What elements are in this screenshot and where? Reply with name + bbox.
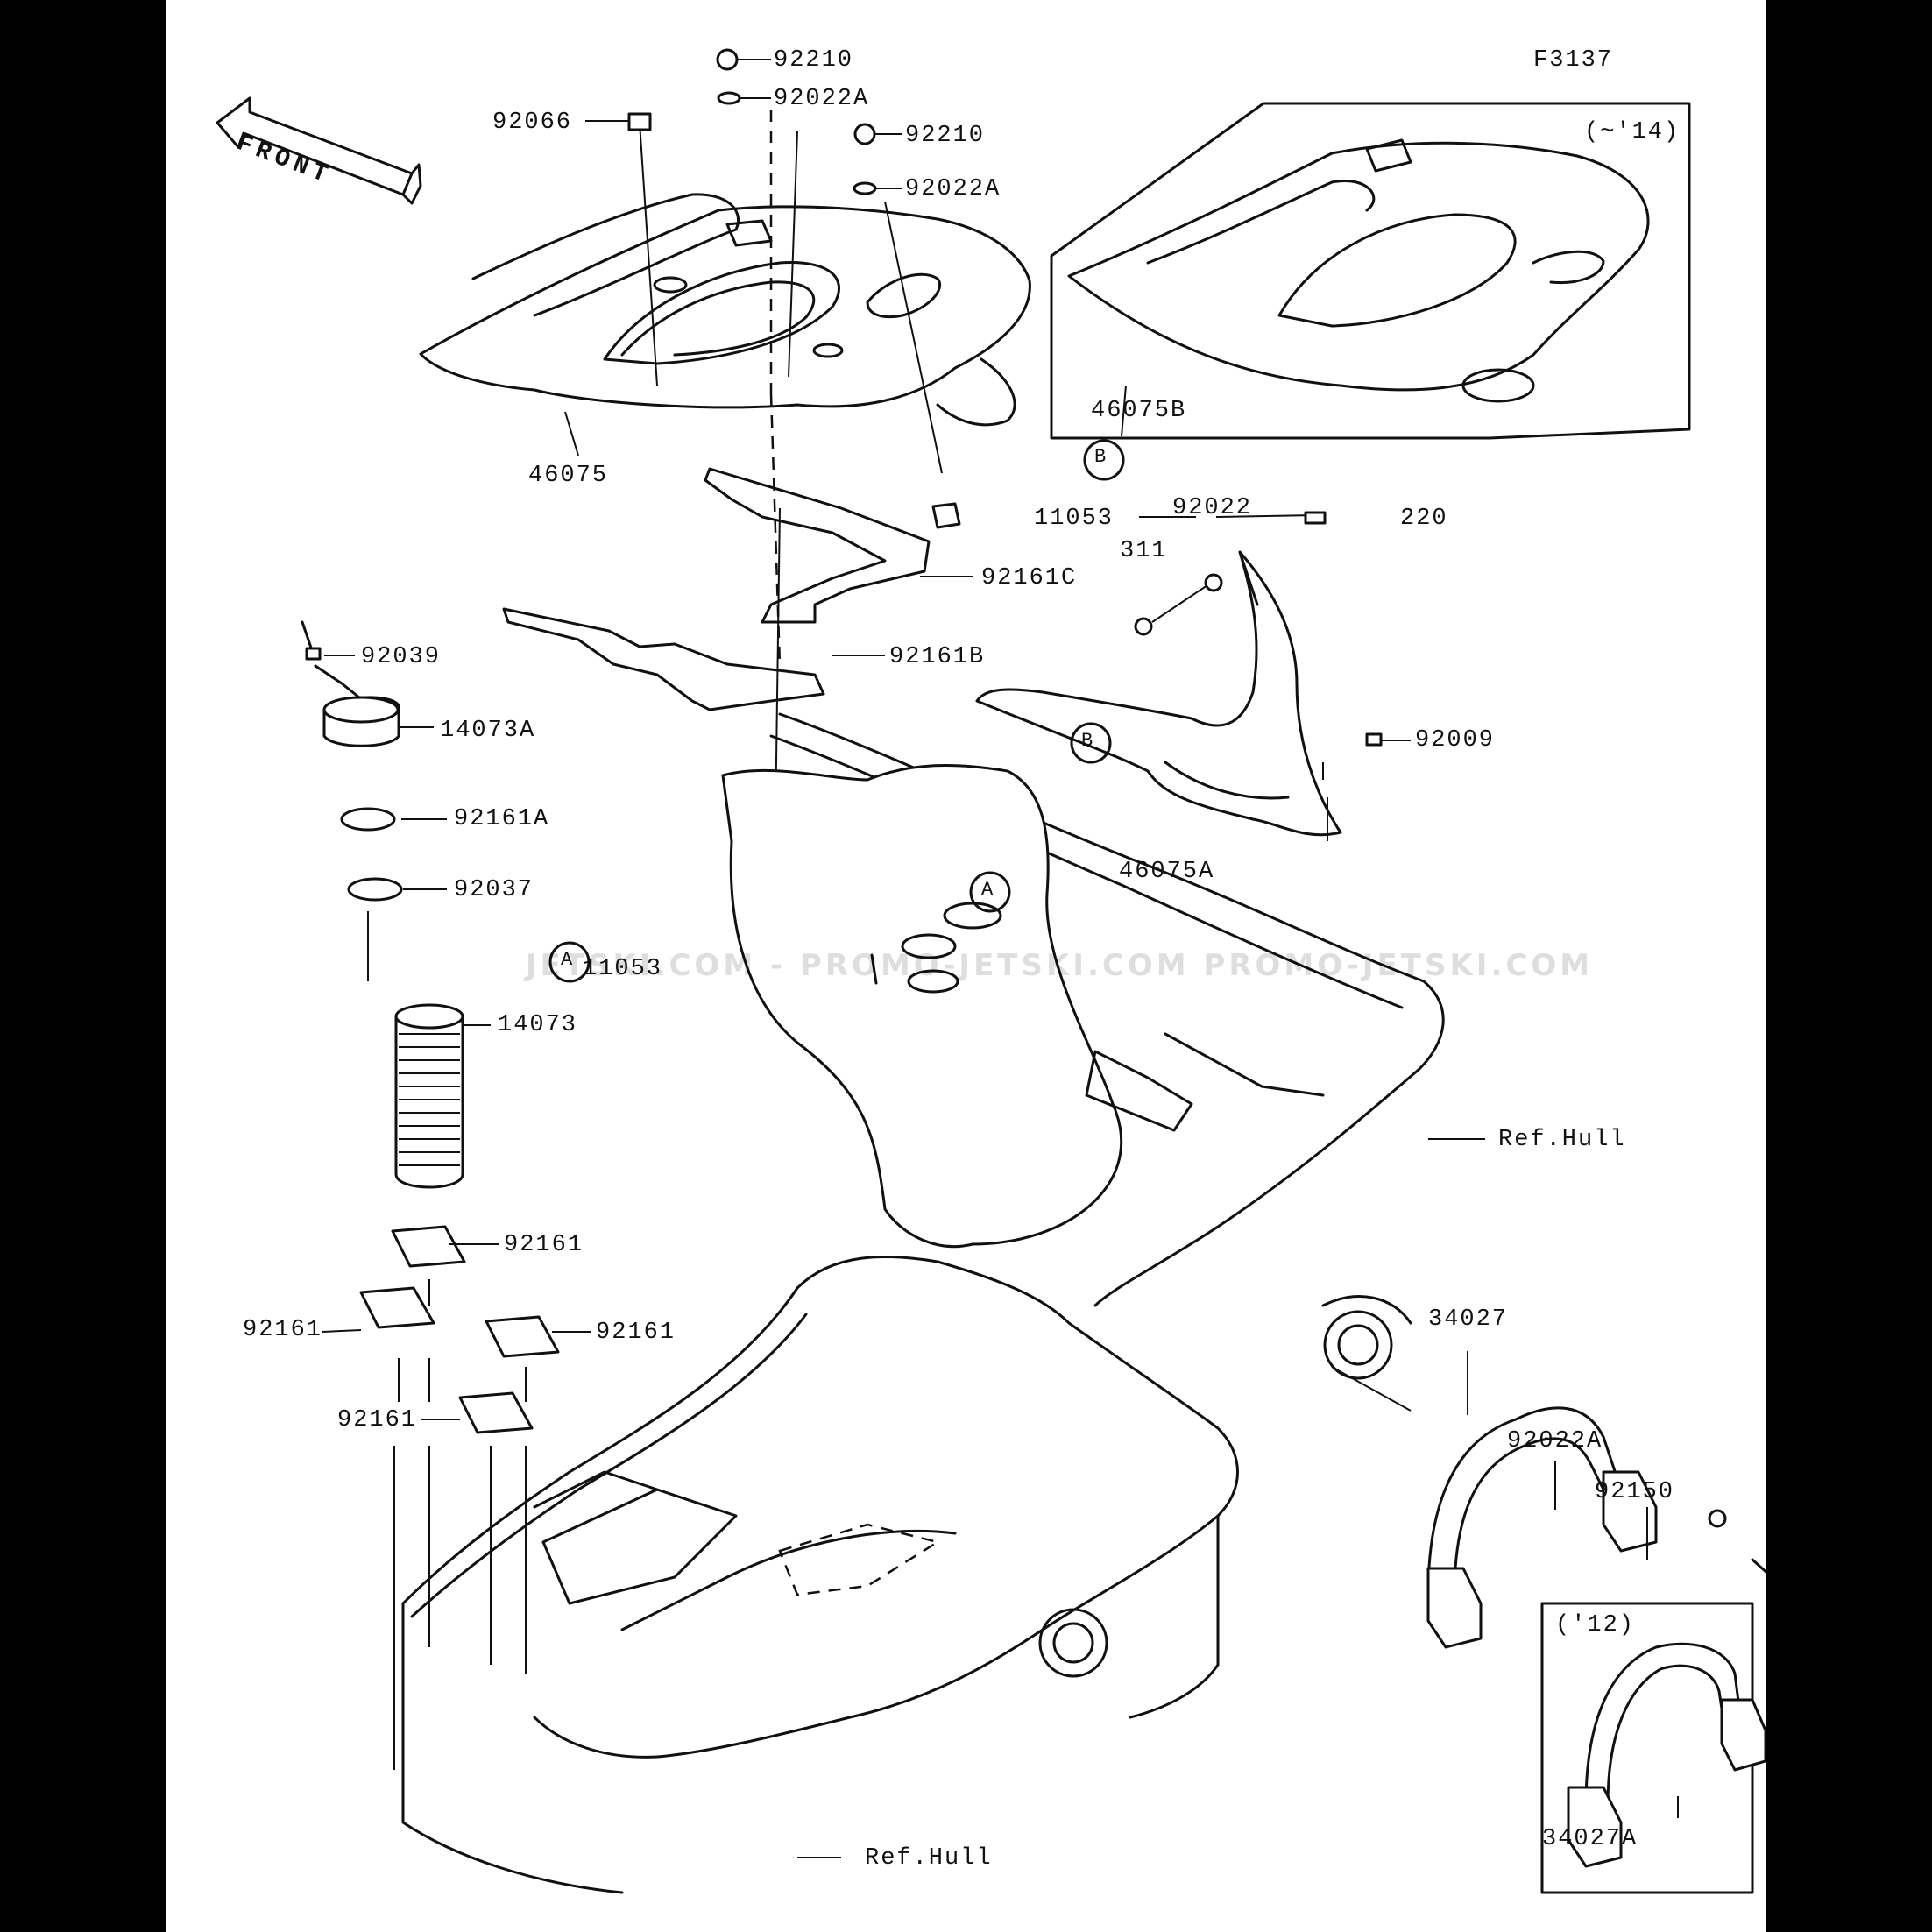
part-label-46075A: 46075A	[1119, 859, 1215, 885]
part-label-92150: 92150	[1595, 1479, 1675, 1505]
seat-cover-46075	[419, 193, 1031, 427]
part-label-ref-hull: Ref.Hull	[865, 1845, 993, 1872]
clip-11053	[931, 502, 961, 529]
part-label-92022A: 92022A	[1507, 1428, 1603, 1454]
inset-bottom-label: ('12)	[1555, 1612, 1636, 1638]
leader-lines	[322, 59, 1679, 1858]
guide-line	[788, 131, 798, 378]
diagram-drawing	[216, 48, 1766, 1894]
part-label-11053: 11053	[1034, 506, 1115, 532]
part-label-92022A: 92022A	[905, 176, 1001, 202]
hull-deck	[721, 712, 1445, 1307]
gasket-92161C	[704, 467, 931, 624]
part-label-ref-hull: Ref.Hull	[1498, 1127, 1626, 1153]
parts-diagram-sheet: F3137 FRONT (~'14) ('12) B B A A JETSKI.…	[166, 0, 1766, 1932]
part-label-92161: 92161	[504, 1232, 584, 1258]
callout-circle-a	[548, 941, 591, 983]
part-label-34027: 34027	[1428, 1306, 1509, 1333]
part-label-92210: 92210	[774, 47, 854, 74]
part-label-92161B: 92161B	[889, 644, 986, 670]
callout-letter-b: B	[1094, 446, 1108, 468]
part-label-46075B: 46075B	[1091, 398, 1187, 424]
part-label-92161: 92161	[596, 1320, 676, 1346]
callout-letter-b: B	[1081, 730, 1095, 752]
part-label-46075: 46075	[528, 463, 609, 489]
guide-line	[1215, 514, 1315, 518]
part-label-92022A: 92022A	[774, 86, 870, 112]
grab-handle-34027	[1426, 1406, 1766, 1649]
pads-92161	[359, 1225, 560, 1434]
part-label-92039: 92039	[361, 644, 442, 670]
grab-handle-34027A	[1567, 1642, 1766, 1868]
part-label-92009: 92009	[1415, 727, 1496, 754]
guide-line	[884, 201, 943, 474]
inset-top-label: (~'14)	[1584, 119, 1681, 145]
figure-code: F3137	[1533, 47, 1614, 74]
part-label-92037: 92037	[454, 877, 534, 903]
seat-cover-46075B	[1067, 138, 1650, 403]
callout-letter-a: A	[561, 949, 575, 971]
inset-frame-top	[1050, 102, 1691, 440]
part-label-92161: 92161	[243, 1317, 323, 1343]
front-arrow-icon	[216, 96, 422, 205]
part-label-92161: 92161	[337, 1407, 418, 1433]
guide-line	[1331, 1366, 1412, 1412]
callout-circle-b	[1083, 439, 1125, 481]
guide-line	[639, 122, 658, 386]
filler-neck-parts	[301, 620, 464, 1189]
part-label-11053: 11053	[583, 956, 663, 982]
part-label-92210: 92210	[905, 123, 986, 149]
part-label-14073A: 14073A	[440, 718, 536, 744]
part-label-311: 311	[1120, 538, 1168, 564]
guide-line	[769, 393, 782, 667]
part-label-92161A: 92161A	[454, 806, 550, 832]
part-label-92161C: 92161C	[981, 565, 1078, 591]
part-label-220: 220	[1400, 506, 1448, 532]
watermark: JETSKI.COM - PROMO-JETSKI.COM PROMO-JETS…	[526, 948, 1594, 983]
callout-circle-b	[1070, 722, 1112, 764]
part-label-34027A: 34027A	[1542, 1826, 1638, 1852]
callout-letter-a: A	[981, 879, 995, 901]
hardware-icons	[627, 48, 1383, 985]
part-label-14073: 14073	[498, 1012, 578, 1038]
gasket-92161B	[502, 607, 825, 711]
part-label-92066: 92066	[492, 110, 573, 136]
cowl-46075A	[975, 550, 1342, 837]
hull-lower	[401, 1255, 1412, 1894]
callout-circle-a	[969, 871, 1011, 913]
part-label-92022: 92022	[1172, 495, 1253, 521]
